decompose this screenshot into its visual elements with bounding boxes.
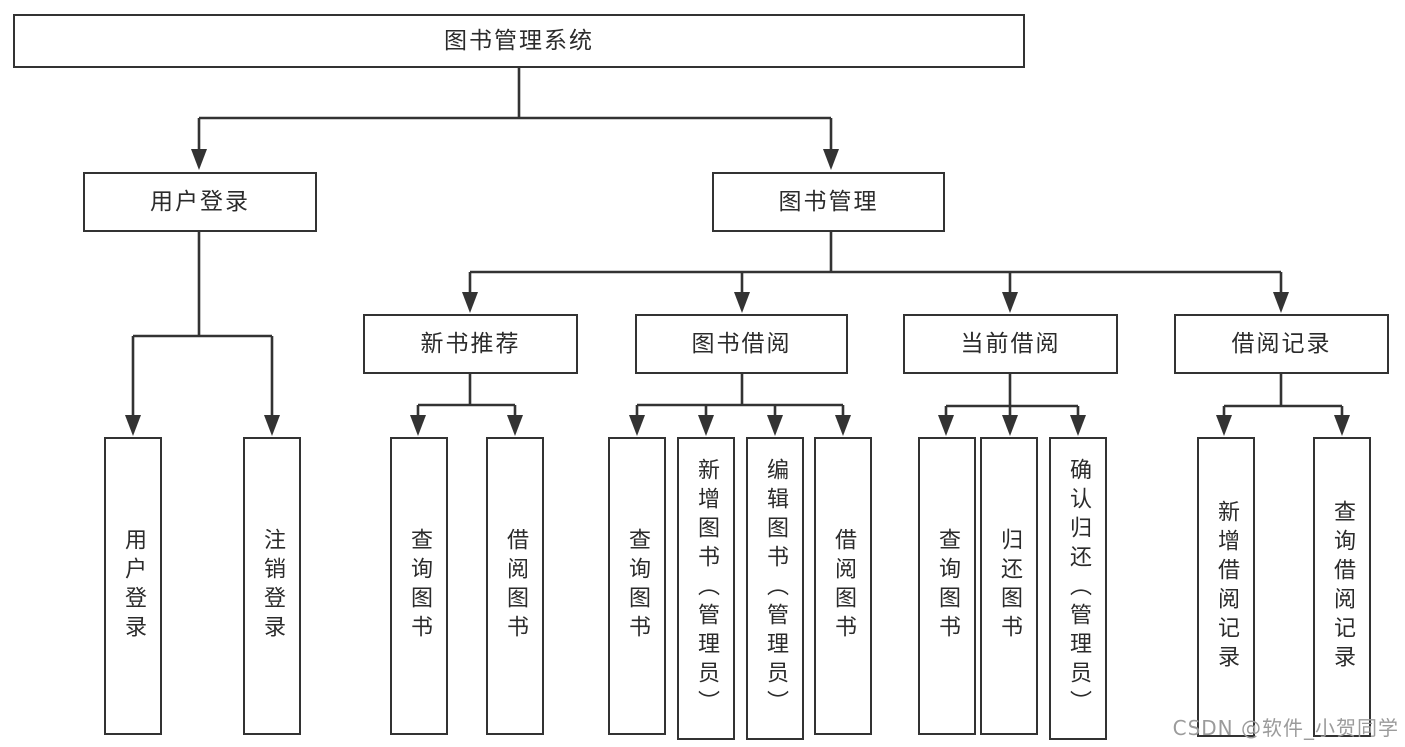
leaf-query-books-current: 查询图书 [918,437,976,735]
arrow-down-icon [1273,292,1289,313]
node-root-system: 图书管理系统 [13,14,1025,68]
leaf-query-books-borrow: 查询图书 [608,437,666,735]
arrow-down-icon [1070,415,1086,436]
node-current-borrow: 当前借阅 [903,314,1118,374]
leaf-query-borrow-record: 查询借阅记录 [1313,437,1371,737]
arrow-down-icon [629,415,645,436]
arrowhead-icons [125,149,1350,436]
arrow-down-icon [1002,292,1018,313]
arrow-down-icon [767,415,783,436]
node-new-book-recommend: 新书推荐 [363,314,578,374]
leaf-borrow-books: 借阅图书 [814,437,872,735]
arrow-down-icon [264,415,280,436]
arrow-down-icon [938,415,954,436]
node-borrow-records: 借阅记录 [1174,314,1389,374]
leaf-borrow-books-recommend: 借阅图书 [486,437,544,735]
node-book-management: 图书管理 [712,172,945,232]
arrow-down-icon [191,149,207,170]
node-book-borrow: 图书借阅 [635,314,848,374]
connector-lines [131,68,1344,418]
arrow-down-icon [462,292,478,313]
leaf-add-borrow-record: 新增借阅记录 [1197,437,1255,737]
watermark: CSDN @软件_小贺同学 [1172,716,1399,740]
arrow-down-icon [410,415,426,436]
arrow-down-icon [698,415,714,436]
arrow-down-icon [734,292,750,313]
node-user-login: 用户登录 [83,172,317,232]
arrow-down-icon [1216,415,1232,436]
arrow-down-icon [835,415,851,436]
leaf-confirm-return-admin: 确认归还（管理员） [1049,437,1107,740]
arrow-down-icon [823,149,839,170]
leaf-add-book-admin: 新增图书（管理员） [677,437,735,740]
leaf-logout: 注销登录 [243,437,301,735]
leaf-user-login: 用户登录 [104,437,162,735]
leaf-edit-book-admin: 编辑图书（管理员） [746,437,804,740]
arrow-down-icon [125,415,141,436]
arrow-down-icon [1002,415,1018,436]
arrow-down-icon [1334,415,1350,436]
leaf-query-books-recommend: 查询图书 [390,437,448,735]
arrow-down-icon [507,415,523,436]
leaf-return-book: 归还图书 [980,437,1038,735]
